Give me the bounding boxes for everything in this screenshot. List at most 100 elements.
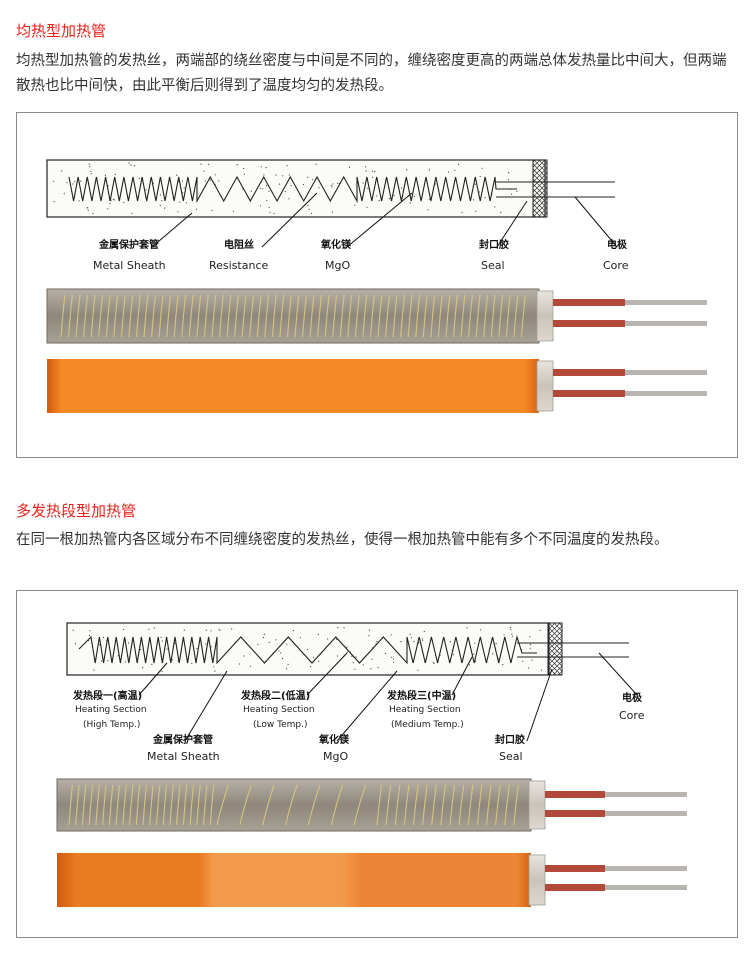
mgo-dot	[266, 200, 268, 202]
realistic-helix	[60, 294, 526, 338]
mgo-dot	[466, 627, 468, 629]
helix-turn	[353, 784, 367, 826]
mgo-dot	[134, 165, 136, 167]
helix-turn	[330, 784, 344, 826]
helix-turn	[166, 294, 172, 338]
mgo-dot	[474, 183, 476, 185]
mgo-dot	[484, 197, 486, 199]
helix-turn	[203, 294, 209, 338]
mgo-dot	[218, 628, 220, 630]
helix-turn	[105, 294, 111, 338]
mgo-dot	[104, 174, 106, 176]
glow-wire-sleeve-bottom	[553, 390, 625, 397]
mgo-dot	[422, 639, 424, 641]
mgo-dot	[337, 626, 339, 629]
label-core-cn-2: 电极	[622, 693, 642, 704]
mgo-dot	[511, 633, 513, 635]
mgo-dot	[183, 187, 185, 189]
label-core-en: Core	[603, 259, 629, 272]
mgo-dot	[292, 630, 294, 632]
realistic-sheath-2	[56, 778, 532, 832]
helix-turn	[449, 784, 456, 826]
helix-turn	[495, 784, 501, 826]
mgo-dot	[88, 635, 91, 637]
mgo-dot	[123, 201, 125, 203]
mgo-dot	[331, 211, 333, 213]
mgo-dot	[481, 167, 483, 169]
helix-turn	[196, 294, 202, 338]
helix-turn	[149, 784, 154, 826]
helix-turn	[475, 294, 481, 338]
section1-title: 均热型加热管	[16, 22, 107, 40]
mgo-dot	[307, 176, 309, 178]
helix-turn	[264, 294, 270, 338]
realistic-sheath	[46, 288, 540, 344]
mgo-dot	[107, 660, 109, 662]
mgo-dot	[503, 634, 505, 636]
glow-wire-bottom	[625, 391, 707, 396]
mgo-dot	[509, 627, 511, 629]
label-heat-section-2-cn: 发热段二(低温)	[241, 691, 311, 702]
helix-turn	[143, 294, 149, 338]
label-heat-section-3-temp: (Medium Temp.)	[391, 720, 464, 730]
schematic-seal	[532, 159, 548, 218]
mgo-dot	[243, 168, 245, 170]
helix-turn	[211, 294, 217, 338]
mgo-dot	[284, 191, 286, 193]
helix-turn	[294, 294, 300, 338]
helix-turn	[209, 784, 215, 826]
mgo-dot	[410, 637, 413, 639]
mgo-dot	[400, 641, 402, 643]
mgo-dot	[200, 163, 202, 165]
mgo-dot	[288, 198, 290, 200]
helix-turn	[75, 294, 81, 338]
mgo-dot	[268, 190, 270, 192]
label-heat-section-3-cn: 发热段三(中温)	[387, 691, 457, 702]
helix-turn	[188, 294, 194, 338]
helix-turn	[234, 294, 239, 338]
mgo-dot	[474, 642, 476, 644]
mgo-dot	[541, 669, 543, 671]
mgo-dot	[109, 202, 111, 205]
mgo-dot	[390, 634, 392, 636]
mgo-dot	[457, 163, 460, 166]
helix-turn	[369, 294, 375, 338]
helix-turn	[445, 294, 451, 338]
glow-wire-sleeve-top-2	[545, 865, 605, 872]
glow-seal-cap-2	[528, 854, 546, 906]
realistic-seal-cap	[536, 290, 554, 342]
mgo-dot	[351, 655, 353, 657]
section2-diagram-frame: 发热段一(高温) Heating Section (High Temp.) 发热…	[16, 590, 738, 938]
label-heat-section-2-en: Heating Section	[243, 705, 315, 715]
mgo-dot	[210, 630, 212, 632]
mgo-dot	[102, 636, 104, 638]
multi-section-heater-diagram	[56, 622, 687, 907]
mgo-dot	[268, 206, 270, 209]
mgo-dot	[507, 179, 510, 181]
mgo-dot	[166, 648, 168, 650]
label-metal-sheath-cn-2: 金属保护套管	[153, 735, 213, 746]
mgo-dot	[388, 198, 390, 200]
helix-turn	[95, 784, 100, 826]
schematic-resistance-coil	[68, 175, 517, 204]
helix-turn	[437, 294, 443, 338]
mgo-dot	[151, 663, 153, 665]
mgo-dot	[423, 630, 425, 633]
mgo-dot	[275, 174, 277, 176]
helix-turn	[60, 294, 66, 338]
helix-turn	[271, 294, 277, 338]
mgo-dot	[286, 643, 288, 645]
glow-wire-bottom-2	[605, 885, 687, 890]
mgo-dot	[196, 208, 198, 210]
mgo-dot	[185, 202, 188, 204]
mgo-dot	[131, 212, 133, 214]
helix-turn	[498, 294, 504, 338]
mgo-dot	[196, 647, 198, 650]
mgo-dot	[307, 648, 309, 650]
helix-turn	[412, 784, 419, 826]
helix-turn	[182, 784, 188, 826]
mgo-dot	[391, 656, 393, 658]
uniform-heater-diagram	[46, 159, 707, 413]
mgo-dot	[273, 212, 275, 215]
mgo-dot	[260, 205, 262, 207]
